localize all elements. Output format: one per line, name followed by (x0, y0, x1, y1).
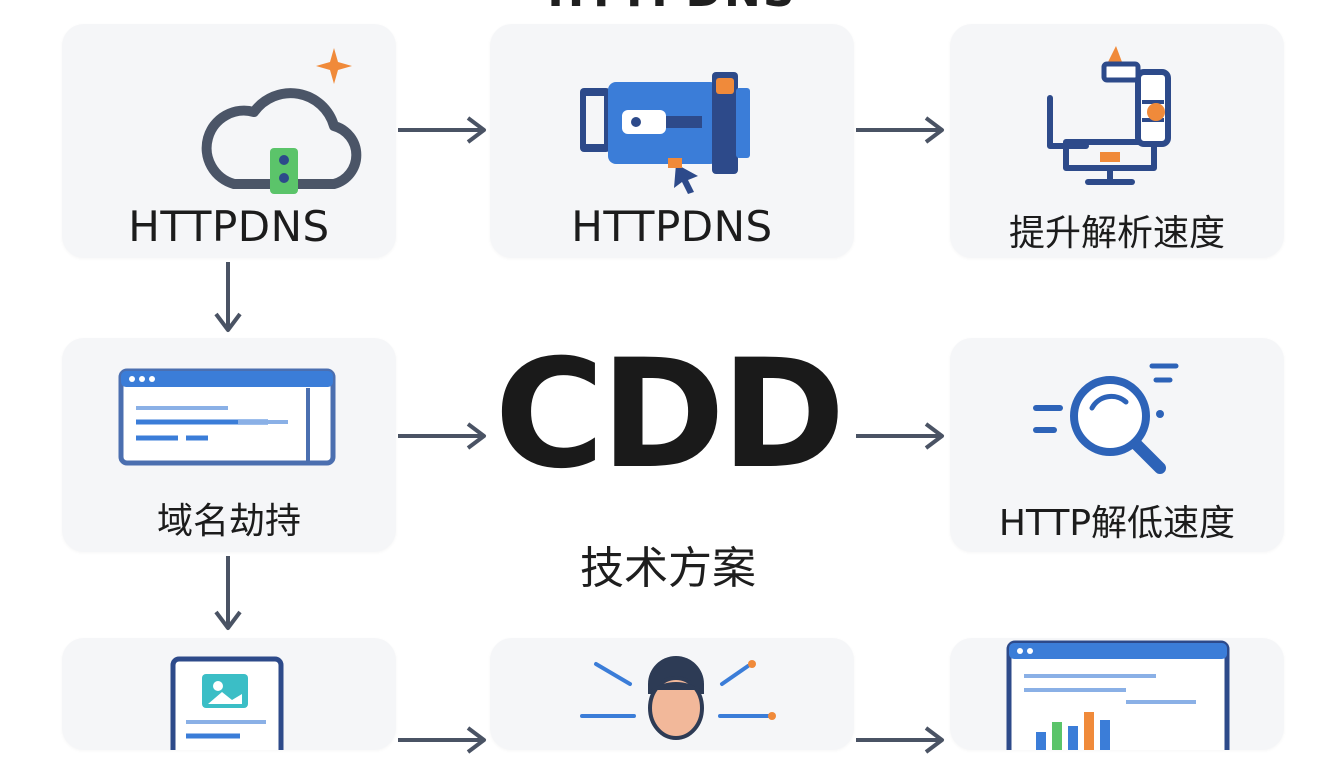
diagram-title: HTTPDNS (0, 0, 1344, 17)
card-httpdns-cloud: HTTPDNS (62, 24, 396, 258)
arrow-down-icon (214, 556, 242, 630)
magnifier-icon (1033, 363, 1179, 474)
center-title: CDD (494, 328, 845, 502)
chart-window-icon (1006, 640, 1230, 750)
arrow-right-icon (856, 422, 944, 450)
card-label: HTTPDNS (571, 202, 773, 251)
card-person (490, 638, 854, 750)
card-label: 域名劫持 (156, 501, 301, 542)
arrow-down-icon (214, 262, 242, 332)
card-label: HTTP解低速度 (998, 503, 1236, 544)
arrow-right-icon (398, 116, 486, 144)
card-document (62, 638, 396, 750)
arrow-right-icon (856, 116, 944, 144)
card-hijack: 域名劫持 (62, 338, 396, 552)
arrow-right-icon (398, 726, 486, 754)
network-device-icon (580, 72, 750, 194)
card-label: 提升解析速度 (1008, 213, 1225, 254)
arrow-right-icon (398, 422, 486, 450)
cloud-icon (201, 88, 362, 194)
card-httpdns-device: HTTPDNS (490, 24, 854, 258)
card-label: HTTPDNS (128, 202, 330, 251)
document-icon (170, 656, 284, 750)
card-chart-window (950, 638, 1284, 750)
card-speed-up: 提升解析速度 (950, 24, 1284, 258)
browser-window-icon (118, 368, 336, 466)
sparkle-icon (316, 48, 352, 84)
arrow-right-icon (856, 726, 944, 754)
person-icon (580, 656, 776, 740)
robot-arm-icon (1047, 46, 1171, 185)
card-http-speed: HTTP解低速度 (950, 338, 1284, 552)
center-subtitle: 技术方案 (580, 543, 756, 594)
